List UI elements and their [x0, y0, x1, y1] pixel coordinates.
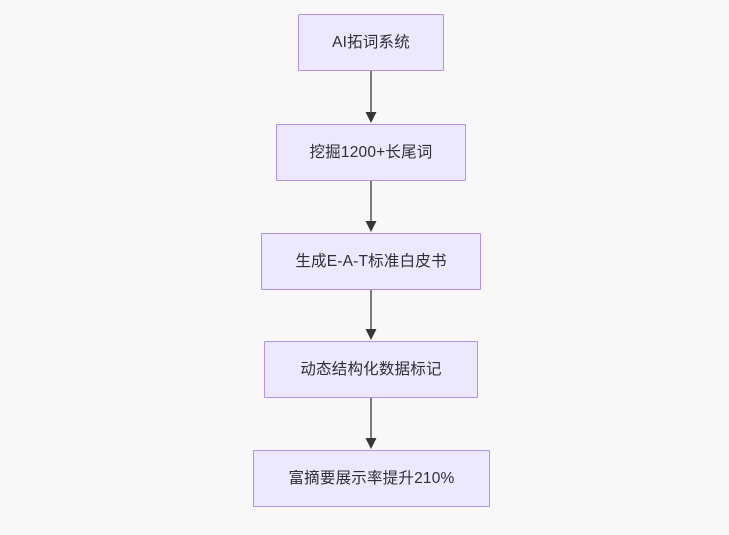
flow-node-label: 富摘要展示率提升210%	[288, 469, 455, 487]
edge-n2-n3	[365, 181, 377, 232]
flow-node-rich-snippet-impression-lift[interactable]: 富摘要展示率提升210%	[253, 450, 490, 507]
edge-n3-n4	[365, 290, 377, 340]
flow-node-generate-eat-whitepaper[interactable]: 生成E-A-T标准白皮书	[261, 233, 481, 290]
flow-node-mine-longtail-keywords[interactable]: 挖掘1200+长尾词	[276, 124, 466, 181]
flow-node-label: AI拓词系统	[332, 33, 410, 51]
edge-n1-n2	[365, 71, 377, 123]
flow-node-label: 动态结构化数据标记	[300, 360, 442, 378]
flow-node-label: 生成E-A-T标准白皮书	[295, 252, 447, 270]
flow-node-dynamic-structured-data-markup[interactable]: 动态结构化数据标记	[264, 341, 478, 398]
edge-n4-n5	[365, 398, 377, 449]
flow-node-ai-keyword-system[interactable]: AI拓词系统	[298, 14, 444, 71]
flow-node-label: 挖掘1200+长尾词	[309, 143, 433, 161]
